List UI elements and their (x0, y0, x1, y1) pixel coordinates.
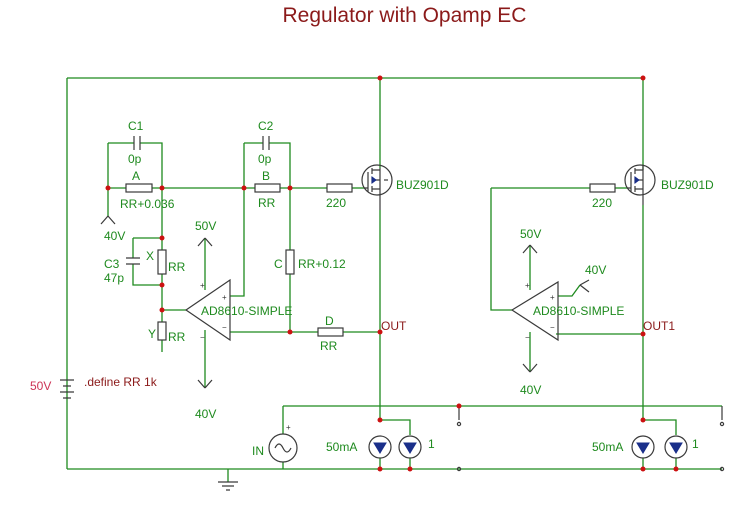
isrc-left-2-label: 1 (428, 437, 435, 451)
svg-text:+: + (222, 293, 227, 302)
resistor-220-right[interactable] (589, 183, 616, 193)
define-directive: .define RR 1k (84, 375, 158, 389)
capacitor-c3[interactable] (126, 257, 140, 265)
opamp-right[interactable]: + − + − (510, 280, 559, 342)
v40-left-op-label: 40V (195, 407, 216, 421)
rd-name-label: D (325, 314, 334, 328)
current-source-right-1[interactable] (664, 435, 688, 459)
isrc-right-2-label: 1 (692, 437, 699, 451)
svg-text:−: − (550, 323, 555, 332)
rd-value-label: RR (320, 339, 338, 353)
ac-source-in[interactable]: + (268, 423, 298, 463)
c3-name-label: C3 (104, 257, 120, 271)
current-source-left-1[interactable] (398, 435, 422, 459)
c1-value-label: 0p (128, 152, 142, 166)
resistor-b[interactable] (254, 183, 281, 193)
capacitor-c2[interactable] (262, 136, 270, 150)
current-source-left-50ma[interactable] (368, 435, 392, 459)
source-in-label: IN (252, 444, 264, 458)
rb-name-label: B (262, 169, 270, 183)
ground-icon (218, 481, 238, 491)
svg-text:+: + (200, 281, 205, 290)
svg-text:+: + (550, 293, 555, 302)
rc-name-label: C (274, 257, 283, 271)
rx-value-label: RR (168, 260, 186, 274)
v40-left-top-label: 40V (104, 229, 125, 243)
isrc-right-1-label: 50mA (592, 440, 623, 454)
v50-right-op-label: 50V (520, 227, 541, 241)
svg-text:+: + (525, 281, 530, 290)
resistor-d[interactable] (317, 327, 344, 337)
resistor-c[interactable] (285, 249, 295, 275)
resistor-x[interactable] (157, 249, 167, 275)
battery-label: 50V (30, 379, 51, 393)
ry-name-label: Y (148, 327, 156, 341)
v50-left-op-label: 50V (195, 219, 216, 233)
ry-value-label: RR (168, 330, 186, 344)
opamp-left-label: AD8610-SIMPLE (201, 304, 292, 318)
rb-value-label: RR (258, 196, 276, 210)
component-labels: C1 0p C2 0p A RR+0.036 B RR 220 BUZ901D … (30, 119, 714, 458)
net-out-label: OUT (381, 319, 407, 333)
ra-value-label: RR+0.036 (120, 197, 175, 211)
c1-name-label: C1 (128, 119, 144, 133)
battery-50v[interactable] (60, 379, 74, 399)
rx-name-label: X (146, 249, 154, 263)
supply-arrow-v40-right-in (579, 279, 590, 293)
junction-nodes (105, 75, 679, 472)
supply-arrow-v40-left-top (100, 215, 116, 225)
schematic-title: Regulator with Opamp EC (282, 4, 527, 27)
c3-value-label: 47p (104, 271, 124, 285)
svg-text:+: + (286, 423, 291, 432)
rc-value-label: RR+0.12 (298, 257, 346, 271)
supply-arrow-v40-right-op (522, 363, 538, 373)
r220-left-label: 220 (326, 196, 346, 210)
c2-value-label: 0p (258, 152, 272, 166)
mosfet-right[interactable] (624, 164, 656, 205)
r220-right-label: 220 (592, 196, 612, 210)
capacitor-c1[interactable] (133, 136, 141, 150)
mosfet-left[interactable] (361, 164, 393, 210)
v40-right-in-label: 40V (585, 263, 606, 277)
resistor-a[interactable] (125, 183, 153, 193)
mosfet-right-label: BUZ901D (661, 178, 714, 192)
net-out1-label: OUT1 (643, 319, 675, 333)
current-source-right-50ma[interactable] (631, 435, 655, 459)
svg-text:−: − (200, 333, 205, 342)
opamp-right-label: AD8610-SIMPLE (533, 304, 624, 318)
isrc-left-1-label: 50mA (326, 440, 357, 454)
opamp-left[interactable]: + − + − (184, 278, 231, 342)
svg-text:−: − (525, 333, 530, 342)
resistor-220-left[interactable] (326, 183, 353, 193)
svg-text:−: − (222, 323, 227, 332)
wires (66, 77, 722, 482)
resistor-y[interactable] (157, 321, 167, 341)
ra-name-label: A (132, 169, 140, 183)
supply-arrow-v40-left-op (197, 379, 213, 389)
supply-arrow-v50-left-op (197, 237, 213, 247)
mosfet-left-label: BUZ901D (396, 178, 449, 192)
c2-name-label: C2 (258, 119, 274, 133)
v40-right-op-label: 40V (520, 383, 541, 397)
supply-arrow-v50-right-op (522, 244, 538, 254)
